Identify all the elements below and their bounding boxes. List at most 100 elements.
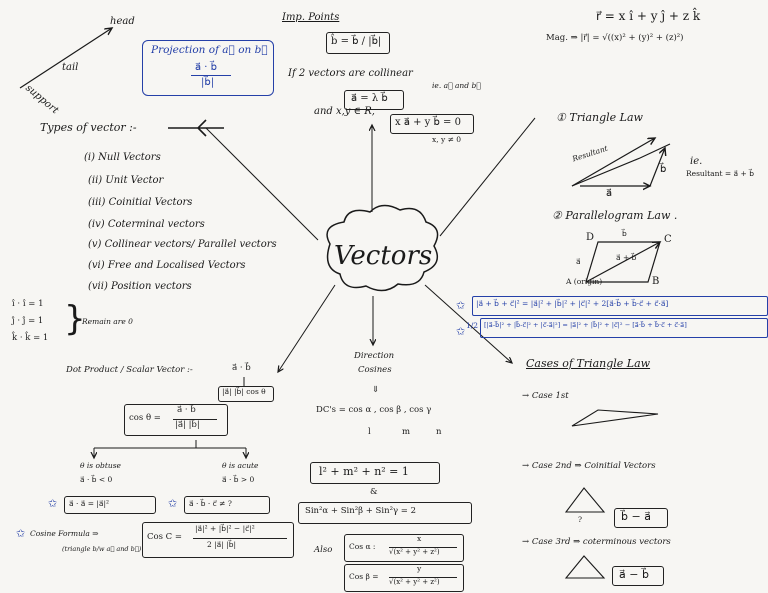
para-B: B xyxy=(652,276,660,287)
types-item: (iii) Coinitial Vectors xyxy=(88,197,193,208)
center-cloud xyxy=(326,204,439,292)
case2-result: b⃗ − a⃗ xyxy=(621,510,651,523)
cosine-den: 2 |a⃗| |b⃗| xyxy=(207,540,237,549)
case2-q: ? xyxy=(578,515,583,524)
star-icon: ✩ xyxy=(16,527,26,540)
jj-dot: ĵ · ĵ = 1 xyxy=(12,316,44,326)
cos-theta-box: cos θ = a⃗ · b⃗ |a⃗| |b⃗| xyxy=(124,404,228,436)
xy-box: x a⃗ + y b⃗ = 0 xyxy=(390,114,474,134)
cosb-lhs: Cos β = xyxy=(349,572,379,581)
star-icon: ✩ xyxy=(168,497,178,510)
and-xy: and x,y ∈ R, xyxy=(314,106,375,117)
acute-cond: a⃗ · b⃗ > 0 xyxy=(222,475,255,484)
obtuse-label: θ is obtuse xyxy=(80,461,121,470)
case2-label: → Case 2nd ⇒ Coinitial Vectors xyxy=(522,461,656,471)
ii-dot: î · î = 1 xyxy=(12,299,44,309)
types-title: Types of vector :- xyxy=(40,121,137,134)
types-item: (i) Null Vectors xyxy=(84,152,161,163)
star-icon: ✩ xyxy=(48,497,58,510)
cases-title: Cases of Triangle Law xyxy=(526,357,651,370)
cosa-box: Cos α : x √(x² + y² + z²) xyxy=(344,534,464,562)
identity-two-box: [|a⃗-b⃗|² + |b⃗-c⃗|² + |c⃗-a⃗|²] = |a⃗|²… xyxy=(480,318,768,338)
para-a: a⃗ xyxy=(576,257,581,266)
lmn-box: l² + m² + n² = 1 xyxy=(310,462,440,484)
cos-num: a⃗ · b⃗ xyxy=(177,405,196,415)
types-item: (v) Collinear vectors/ Parallel vectors xyxy=(88,239,277,250)
xy-cond: x, y ≠ 0 xyxy=(432,135,462,144)
case3-box: a⃗ − b⃗ xyxy=(612,566,664,586)
dot-product-title: Dot Product / Scalar Vector :- xyxy=(66,365,193,375)
dc-m: m xyxy=(402,427,411,437)
magnitude-formula: Mag. ⇒ |r⃗| = √((x)² + (y)² + (z)²) xyxy=(546,33,684,43)
cosa-num: x xyxy=(417,534,422,543)
cosine-label: Cosine Formula ⇒ xyxy=(30,529,99,538)
cosb-den: √(x² + y² + z²) xyxy=(389,578,440,586)
brace: } xyxy=(64,299,86,339)
abc-formula: a⃗ · b⃗ · c⃗ ≠ ? xyxy=(189,499,232,508)
cosine-num: |a⃗|² + |b⃗|² − |c⃗|² xyxy=(195,524,255,533)
collinear-ie: ie. a⃗ and b⃗ xyxy=(432,81,481,90)
direction-title2: Cosines xyxy=(358,365,392,375)
para-C: C xyxy=(664,234,672,245)
remain-text: Remain are 0 xyxy=(82,317,133,326)
projection-box: Projection of a⃗ on b⃗ a⃗ · b⃗ |b⃗| xyxy=(142,40,274,96)
obtuse-cond: a⃗ · b⃗ < 0 xyxy=(80,475,113,484)
arrow-down: ⇓ xyxy=(372,385,380,395)
also-text: Also xyxy=(314,545,333,555)
case3-label: → Case 3rd ⇒ coterminous vectors xyxy=(522,537,671,547)
identity-one-box: |a⃗ + b⃗ + c⃗|² = |a⃗|² + |b⃗|² + |c⃗|² … xyxy=(472,296,768,316)
cosb-box: Cos β = y √(x² + y² + z²) xyxy=(344,564,464,592)
vector-r: r⃗ = x î + y ĵ + z k̂ xyxy=(596,9,701,23)
center-title: Vectors xyxy=(334,241,433,271)
projection-num: a⃗ · b⃗ xyxy=(195,62,218,73)
cosb-num: y xyxy=(417,564,422,573)
cosine-box: Cos C = |a⃗|² + |b⃗|² − |c⃗|² 2 |a⃗| |b⃗… xyxy=(142,522,294,558)
abc-box: a⃗ · b⃗ · c⃗ ≠ ? xyxy=(184,496,270,514)
imp-points-title: Imp. Points xyxy=(282,12,340,23)
lambda-formula: a⃗ = λ b⃗ xyxy=(351,93,388,104)
types-item: (iv) Coterminal vectors xyxy=(88,219,205,230)
case2-box: b⃗ − a⃗ xyxy=(614,508,668,528)
identity-one: |a⃗ + b⃗ + c⃗|² = |a⃗|² + |b⃗|² + |c⃗|² … xyxy=(476,299,669,308)
types-item: (vii) Position vectors xyxy=(88,281,192,292)
para-A: A (origin) xyxy=(566,277,603,286)
types-item: (ii) Unit Vector xyxy=(88,175,164,186)
triangle-law-title: ① Triangle Law xyxy=(556,111,643,124)
sin-box: Sin²α + Sin²β + Sin²γ = 2 xyxy=(298,502,472,524)
expand-box: |a⃗| |b⃗| cos θ xyxy=(218,386,274,402)
lambda-box: a⃗ = λ b⃗ xyxy=(344,90,404,110)
para-b: b⃗ xyxy=(622,229,627,238)
aa-formula: a⃗ · a⃗ = |a⃗|² xyxy=(69,499,110,508)
cosa-den: √(x² + y² + z²) xyxy=(389,548,440,556)
cosa-lhs: Cos α : xyxy=(349,542,376,551)
aa-box: a⃗ · a⃗ = |a⃗|² xyxy=(64,496,156,514)
unit-vector-box: b̂ = b⃗ / |b⃗| xyxy=(326,32,390,54)
direction-title: Direction xyxy=(354,351,395,361)
star-icon: ✩ xyxy=(456,299,466,312)
para-diag: a⃗ + b⃗ xyxy=(616,253,637,262)
head-label: head xyxy=(110,16,135,27)
xy-formula: x a⃗ + y b⃗ = 0 xyxy=(395,117,461,128)
triangle-a: a⃗ xyxy=(606,188,613,199)
identity-two-frac: 1/2 xyxy=(466,321,479,330)
cos-den: |a⃗| |b⃗| xyxy=(175,420,200,430)
projection-title: Projection of a⃗ on b⃗ xyxy=(151,44,268,56)
triangle-b: b⃗ xyxy=(660,164,667,175)
collinear-text: If 2 vectors are collinear xyxy=(288,68,413,79)
identity-two: [|a⃗-b⃗|² + |b⃗-c⃗|² + |c⃗-a⃗|²] = |a⃗|²… xyxy=(484,321,687,329)
cos-lhs: cos θ = xyxy=(129,413,161,423)
dot-expand: |a⃗| |b⃗| cos θ xyxy=(222,387,266,396)
sin-formula: Sin²α + Sin²β + Sin²γ = 2 xyxy=(305,506,416,516)
lmn-formula: l² + m² + n² = 1 xyxy=(319,465,409,478)
unit-vector-formula: b̂ = b⃗ / |b⃗| xyxy=(331,36,382,47)
and-text: & xyxy=(370,487,378,497)
types-item: (vi) Free and Localised Vectors xyxy=(88,260,246,271)
para-D: D xyxy=(586,232,595,243)
dcs-formula: DC's = cos α , cos β , cos γ xyxy=(316,405,432,415)
projection-den: |b⃗| xyxy=(201,77,215,88)
tail-label: tail xyxy=(62,62,79,73)
case3-result: a⃗ − b⃗ xyxy=(619,568,649,581)
dot-ab: a⃗ · b⃗ xyxy=(232,363,251,373)
parallelogram-title: ② Parallelogram Law . xyxy=(552,209,678,222)
